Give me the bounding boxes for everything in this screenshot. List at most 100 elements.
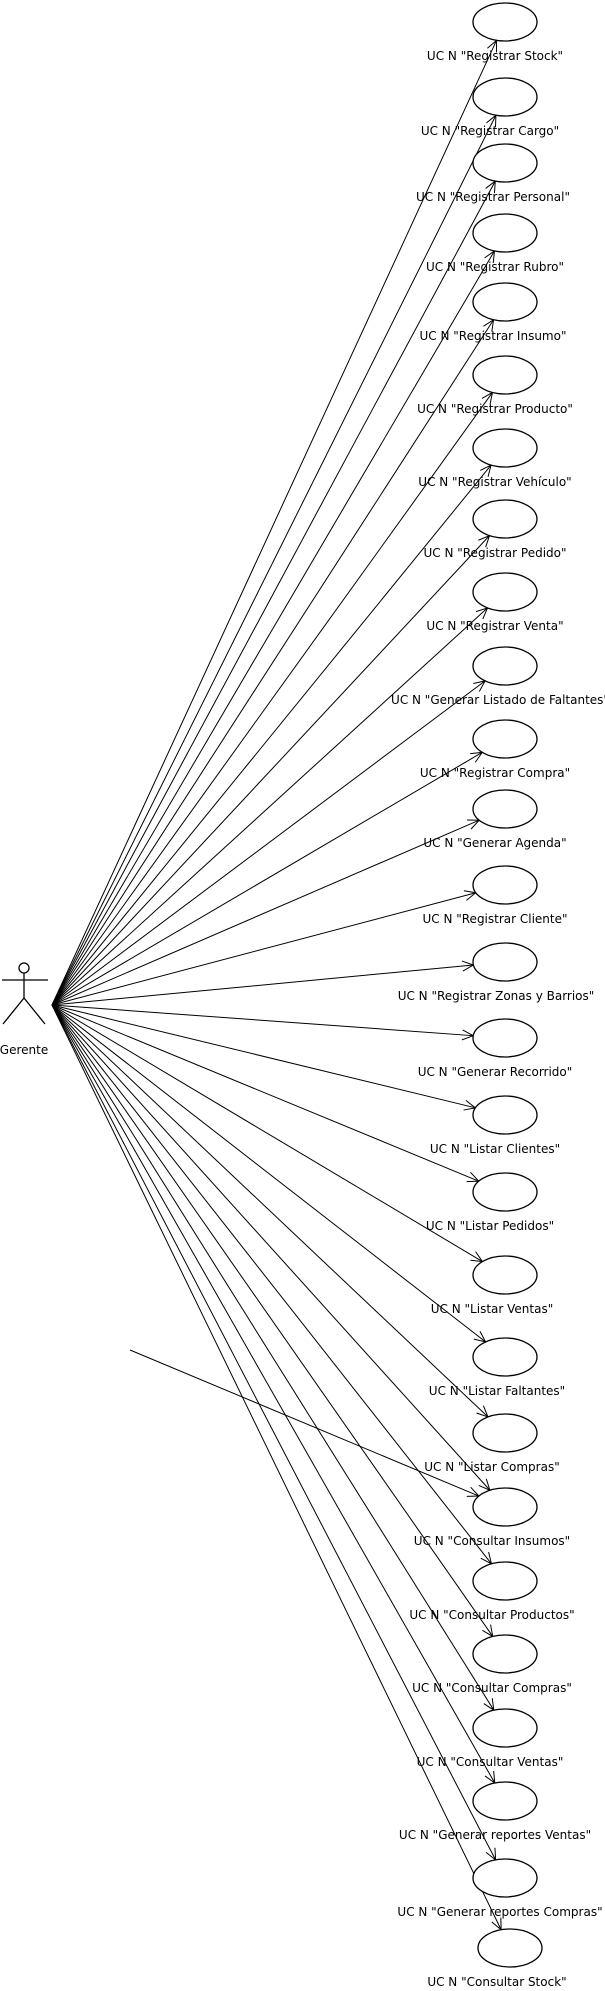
use-case-22[interactable]: UC N "Consultar Productos" [409, 1561, 575, 1622]
use-case-19[interactable]: UC N "Listar Faltantes" [429, 1337, 565, 1398]
use-case-label: UC N "Listar Compras" [424, 1460, 559, 1474]
use-case-2[interactable]: UC N "Registrar Cargo" [421, 77, 559, 138]
association-line-13 [51, 892, 476, 1006]
association-line-24 [51, 1004, 495, 1711]
association-line-25 [51, 1004, 496, 1784]
use-case-12[interactable]: UC N "Generar Agenda" [423, 789, 567, 850]
use-case-label: UC N "Listar Faltantes" [429, 1384, 565, 1398]
association-line-14 [51, 964, 474, 1006]
use-case-label: UC N "Registrar Venta" [426, 619, 563, 633]
use-case-ellipse [472, 865, 538, 905]
use-case-ellipse [472, 77, 538, 117]
association-line-18 [51, 1004, 483, 1262]
use-case-ellipse [472, 1781, 538, 1821]
use-case-3[interactable]: UC N "Registrar Personal" [416, 143, 570, 204]
use-case-ellipse [472, 789, 538, 829]
use-case-label: UC N "Registrar Cliente" [422, 912, 567, 926]
use-case-11[interactable]: UC N "Registrar Compra" [420, 719, 570, 780]
use-case-label: UC N "Consultar Ventas" [417, 1755, 564, 1769]
association-line-21 [51, 1004, 491, 1491]
use-case-ellipse [472, 1337, 538, 1377]
use-case-label: UC N "Listar Clientes" [430, 1142, 560, 1156]
use-case-21[interactable]: UC N "Consultar Insumos" [414, 1487, 570, 1548]
use-case-ellipse [472, 355, 538, 395]
use-case-label: UC N "Registrar Insumo" [420, 329, 567, 343]
use-case-ellipse [472, 1634, 538, 1674]
association-line-2 [51, 114, 497, 1006]
use-case-ellipse [472, 1413, 538, 1453]
stray-association-line-1 [129, 1349, 480, 1497]
use-case-ellipse [472, 282, 538, 322]
use-case-10[interactable]: UC N "Generar Listado de Faltantes" [391, 646, 605, 707]
use-case-15[interactable]: UC N "Generar Recorrido" [418, 1018, 573, 1079]
use-case-label: UC N "Registrar Stock" [427, 49, 563, 63]
use-case-27[interactable]: UC N "Consultar Stock" [427, 1928, 567, 1989]
use-case-label: UC N "Generar Listado de Faltantes" [391, 693, 605, 707]
association-line-9 [51, 607, 488, 1006]
association-line-1 [51, 40, 498, 1006]
use-case-14[interactable]: UC N "Registrar Zonas y Barrios" [398, 942, 595, 1003]
use-case-ellipse [472, 213, 538, 253]
use-case-13[interactable]: UC N "Registrar Cliente" [422, 865, 568, 926]
association-line-11 [51, 751, 483, 1006]
association-line-15 [51, 1004, 474, 1037]
use-case-ellipse [472, 719, 538, 759]
use-case-5[interactable]: UC N "Registrar Insumo" [420, 282, 567, 343]
use-case-24[interactable]: UC N "Consultar Ventas" [417, 1708, 564, 1769]
use-case-ellipse [472, 143, 538, 183]
association-line-26 [51, 1004, 497, 1861]
actor-name: Gerente [0, 1043, 48, 1057]
use-case-ellipse [472, 499, 538, 539]
use-case-25[interactable]: UC N "Generar reportes Ventas" [399, 1781, 591, 1842]
use-case-label: UC N "Registrar Pedido" [423, 546, 566, 560]
use-case-label: UC N "Generar Recorrido" [418, 1065, 573, 1079]
association-line-6 [51, 392, 493, 1006]
use-case-label: UC N "Generar reportes Ventas" [399, 1828, 591, 1842]
association-line-23 [51, 1004, 494, 1637]
use-case-label: UC N "Consultar Stock" [427, 1975, 566, 1989]
association-line-5 [51, 319, 494, 1006]
use-case-9[interactable]: UC N "Registrar Venta" [426, 572, 564, 633]
use-case-16[interactable]: UC N "Listar Clientes" [430, 1095, 560, 1156]
association-line-17 [51, 1004, 479, 1182]
use-case-1[interactable]: UC N "Registrar Stock" [427, 2, 563, 63]
association-line-27 [51, 1004, 502, 1930]
use-case-label: UC N "Consultar Insumos" [414, 1534, 570, 1548]
use-case-17[interactable]: UC N "Listar Pedidos" [426, 1172, 554, 1233]
use-case-ellipse [472, 942, 538, 982]
use-case-26[interactable]: UC N "Generar reportes Compras" [397, 1858, 603, 1919]
actor-gerente[interactable]: Gerente [0, 962, 48, 1057]
association-line-16 [51, 1004, 476, 1109]
use-case-label: UC N "Generar Agenda" [423, 836, 566, 850]
use-case-ellipse [472, 1018, 538, 1058]
association-line-10 [51, 680, 486, 1006]
association-line-3 [51, 180, 496, 1006]
association-line-12 [51, 819, 480, 1006]
use-case-7[interactable]: UC N "Registrar Vehículo" [418, 428, 572, 489]
use-case-label: UC N "Listar Pedidos" [426, 1219, 554, 1233]
use-case-ellipse [472, 1095, 538, 1135]
use-case-label: UC N "Registrar Compra" [420, 766, 570, 780]
association-line-8 [51, 535, 490, 1006]
association-line-19 [51, 1004, 486, 1343]
use-case-20[interactable]: UC N "Listar Compras" [424, 1413, 560, 1474]
association-line-22 [51, 1004, 492, 1565]
use-case-label: UC N "Registrar Personal" [416, 190, 570, 204]
use-case-6[interactable]: UC N "Registrar Producto" [417, 355, 573, 416]
use-case-4[interactable]: UC N "Registrar Rubro" [426, 213, 564, 274]
use-case-label: UC N "Registrar Vehículo" [418, 475, 571, 489]
use-case-ellipse [472, 1708, 538, 1748]
use-case-23[interactable]: UC N "Consultar Compras" [412, 1634, 572, 1695]
use-case-label: UC N "Listar Ventas" [431, 1302, 553, 1316]
use-case-ellipse [472, 1255, 538, 1295]
use-case-ellipse [472, 1561, 538, 1601]
use-case-8[interactable]: UC N "Registrar Pedido" [423, 499, 567, 560]
use-case-18[interactable]: UC N "Listar Ventas" [431, 1255, 553, 1316]
association-line-4 [51, 250, 495, 1006]
association-line-20 [51, 1004, 489, 1418]
use-case-label: UC N "Generar reportes Compras" [397, 1905, 602, 1919]
use-case-ellipse [472, 572, 538, 612]
use-case-ellipse [472, 1858, 538, 1898]
use-case-ellipse [472, 2, 538, 42]
